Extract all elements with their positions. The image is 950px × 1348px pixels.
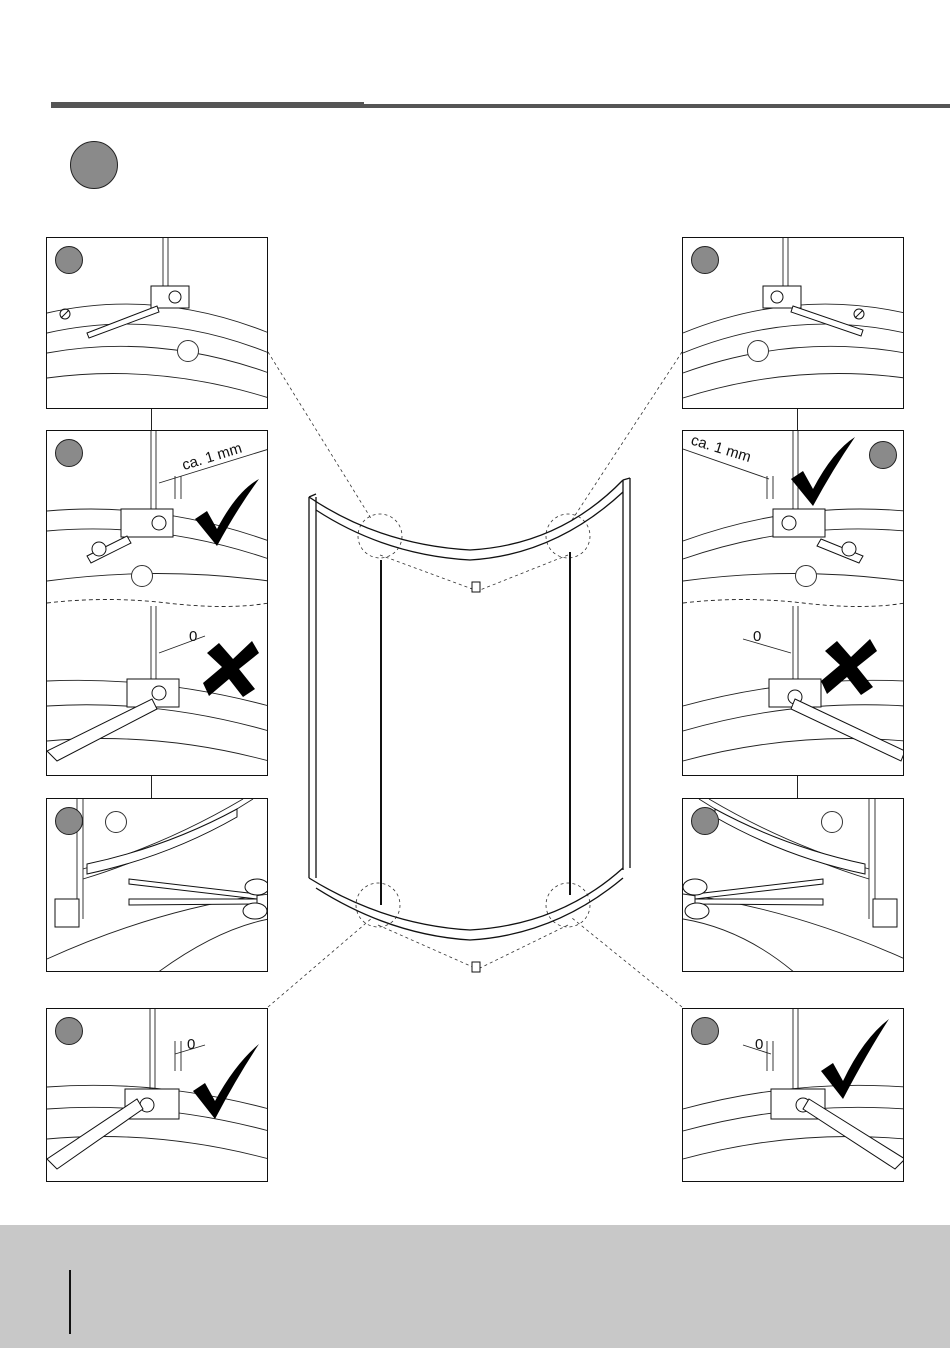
x-mark-icon xyxy=(203,641,259,697)
part-reference-circle xyxy=(747,340,769,362)
panel-number-badge xyxy=(55,246,83,274)
dimension-label: 0 xyxy=(753,628,761,645)
part-reference-circle xyxy=(131,565,153,587)
dimension-label: 0 xyxy=(187,1036,195,1053)
bracket-gap-detail-icon xyxy=(683,431,904,776)
panel-connector xyxy=(797,776,798,799)
panel-left-zero-gap: 0 xyxy=(46,1008,268,1182)
panel-left-gap-check: ca. 1 mm 0 xyxy=(46,430,268,776)
checkmark-icon xyxy=(821,1019,889,1099)
footer-divider xyxy=(69,1270,71,1334)
dimension-label: 0 xyxy=(189,628,197,645)
panel-right-seal-cut xyxy=(682,798,904,972)
panel-number-badge xyxy=(691,807,719,835)
checkmark-icon xyxy=(195,479,259,546)
panel-right-zero-gap: 0 xyxy=(682,1008,904,1182)
page-footer xyxy=(0,1225,950,1348)
panel-right-top xyxy=(682,237,904,409)
checkmark-icon xyxy=(193,1044,259,1119)
panel-number-badge xyxy=(691,1017,719,1045)
panel-right-gap-check: ca. 1 mm 0 xyxy=(682,430,904,776)
bracket-gap-detail-icon xyxy=(47,431,268,776)
panel-connector xyxy=(151,776,152,799)
panel-number-badge xyxy=(691,246,719,274)
panel-number-badge xyxy=(55,807,83,835)
part-reference-circle xyxy=(177,340,199,362)
part-reference-circle xyxy=(795,565,817,587)
x-mark-icon xyxy=(821,639,877,695)
panel-left-top xyxy=(46,237,268,409)
checkmark-icon xyxy=(791,437,855,506)
panel-number-badge xyxy=(55,439,83,467)
panel-connector xyxy=(151,409,152,431)
panel-number-badge xyxy=(55,1017,83,1045)
part-reference-circle xyxy=(821,811,843,833)
part-reference-circle xyxy=(105,811,127,833)
panel-connector xyxy=(797,409,798,431)
panel-number-badge xyxy=(869,441,897,469)
dimension-label: 0 xyxy=(755,1036,763,1053)
panel-left-seal-cut xyxy=(46,798,268,972)
